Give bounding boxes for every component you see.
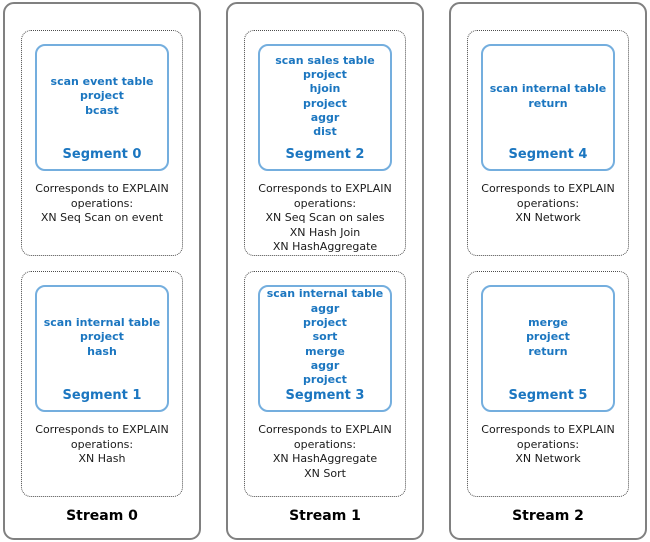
segment-box: scan internal table aggr project sort me…	[258, 285, 392, 412]
explain-heading: Corresponds to EXPLAIN operations:	[35, 423, 169, 451]
explain-text: Corresponds to EXPLAIN operations: XN Ne…	[473, 423, 623, 467]
segment-group: merge project return Segment 5 Correspon…	[467, 271, 629, 497]
segment-group: scan sales table project hjoin project a…	[244, 30, 406, 256]
segment-label: Segment 2	[285, 147, 365, 162]
stream-label: Stream 2	[512, 508, 584, 524]
segment-label: Segment 1	[62, 388, 142, 403]
segment-operations: scan internal table return	[489, 82, 607, 110]
segment-operations: scan sales table project hjoin project a…	[275, 53, 375, 139]
segment-label: Segment 5	[508, 388, 588, 403]
explain-heading: Corresponds to EXPLAIN operations:	[258, 423, 392, 451]
explain-heading: Corresponds to EXPLAIN operations:	[481, 423, 615, 451]
explain-operations: XN Seq Scan on event	[40, 211, 164, 225]
segment-box: merge project return Segment 5	[481, 285, 615, 412]
segment-operations: scan event table project bcast	[50, 75, 154, 117]
explain-text: Corresponds to EXPLAIN operations: XN Ha…	[250, 423, 400, 481]
explain-operations: XN Seq Scan on sales XN Hash Join XN Has…	[265, 211, 385, 254]
explain-text: Corresponds to EXPLAIN operations: XN Ne…	[473, 182, 623, 226]
explain-operations: XN Network	[515, 452, 581, 466]
explain-text: Corresponds to EXPLAIN operations: XN Se…	[27, 182, 177, 226]
explain-heading: Corresponds to EXPLAIN operations:	[481, 182, 615, 210]
explain-operations: XN HashAggregate XN Sort	[272, 452, 378, 480]
segment-box: scan sales table project hjoin project a…	[258, 44, 392, 171]
stream-column-0: scan event table project bcast Segment 0…	[3, 2, 201, 540]
segment-box: scan event table project bcast Segment 0	[35, 44, 169, 171]
segment-group: scan internal table return Segment 4 Cor…	[467, 30, 629, 256]
stream-label: Stream 0	[66, 508, 138, 524]
segment-operations: scan internal table project hash	[43, 316, 161, 358]
segment-group: scan event table project bcast Segment 0…	[21, 30, 183, 256]
segment-operations: merge project return	[526, 316, 570, 358]
segment-label: Segment 4	[508, 147, 588, 162]
segment-operations: scan internal table aggr project sort me…	[266, 287, 384, 387]
explain-operations: XN Hash	[78, 452, 126, 466]
segment-box: scan internal table project hash Segment…	[35, 285, 169, 412]
stream-column-2: scan internal table return Segment 4 Cor…	[449, 2, 647, 540]
stream-column-1: scan sales table project hjoin project a…	[226, 2, 424, 540]
explain-text: Corresponds to EXPLAIN operations: XN Se…	[250, 182, 400, 255]
segment-box: scan internal table return Segment 4	[481, 44, 615, 171]
stream-label: Stream 1	[289, 508, 361, 524]
explain-text: Corresponds to EXPLAIN operations: XN Ha…	[27, 423, 177, 467]
segment-group: scan internal table project hash Segment…	[21, 271, 183, 497]
explain-heading: Corresponds to EXPLAIN operations:	[258, 182, 392, 210]
explain-heading: Corresponds to EXPLAIN operations:	[35, 182, 169, 210]
segment-group: scan internal table aggr project sort me…	[244, 271, 406, 497]
segment-label: Segment 0	[62, 147, 142, 162]
explain-operations: XN Network	[515, 211, 581, 225]
segment-label: Segment 3	[285, 388, 365, 403]
